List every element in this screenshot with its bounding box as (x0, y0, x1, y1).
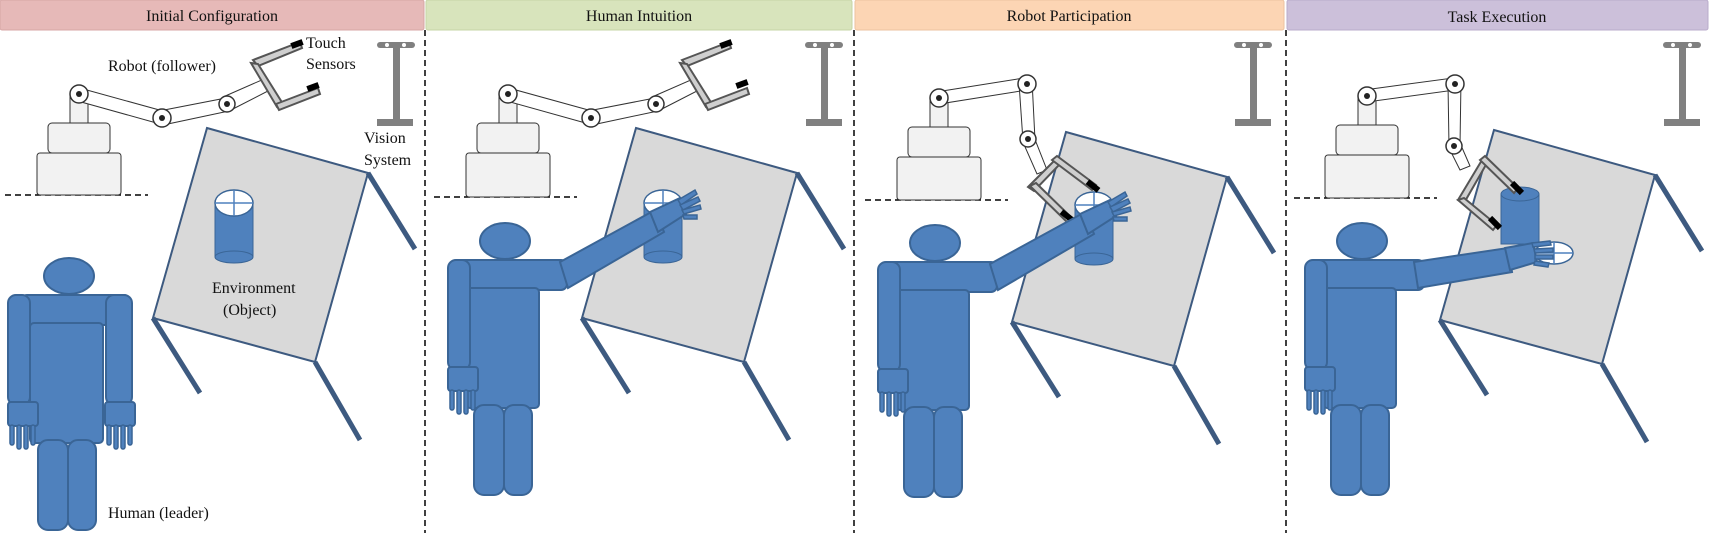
panel-title-1: Initial Configuration (146, 8, 278, 25)
label-vision: Vision (364, 130, 406, 147)
header-human-intuition (425, 0, 853, 31)
robot-base (36, 152, 122, 196)
panel-title-3: Robot Participation (1007, 8, 1132, 25)
touch-sensor-2 (306, 82, 320, 92)
panel-initial-configuration: Robot (follower) Touch Sensors Vision Sy… (5, 35, 418, 531)
panel-human-intuition (434, 39, 847, 496)
label-sensors: Sensors (306, 56, 356, 73)
label-object: (Object) (223, 302, 276, 319)
label-environment: Environment (212, 280, 296, 297)
table-top-1 (151, 126, 370, 364)
human-figure-4 (1304, 222, 1554, 496)
vision-system-4 (1663, 42, 1701, 126)
human-figure-1 (7, 257, 136, 531)
robot-gripper-3 (1026, 154, 1101, 224)
object-cylinder-4 (1500, 186, 1540, 245)
vision-system-3 (1234, 42, 1272, 126)
object-cylinder-1 (214, 189, 254, 264)
panel-task-execution (1294, 42, 1705, 496)
panel-title-4: Task Execution (1448, 9, 1547, 26)
label-robot-follower: Robot (follower) (108, 58, 216, 75)
robot-base-top (47, 122, 111, 154)
human-figure-2 (447, 188, 702, 496)
human-figure-3 (877, 190, 1132, 498)
label-human-leader: Human (leader) (108, 505, 209, 522)
header-initial-configuration (0, 0, 425, 31)
header-robot-participation (854, 0, 1285, 31)
header-task-execution (1286, 0, 1709, 31)
touch-sensor-1 (290, 39, 304, 49)
label-system: System (364, 152, 412, 169)
panel-robot-participation (865, 42, 1277, 498)
robot-gripper-4 (1456, 154, 1525, 232)
robot-gripper-2 (678, 39, 751, 112)
panel-headers: Initial Configuration Human Intuition Ro… (0, 0, 1709, 31)
label-touch: Touch (306, 35, 346, 52)
panel-dividers (424, 30, 1287, 533)
vision-system-1 (377, 42, 415, 126)
robot-gripper (249, 39, 322, 112)
vision-system-2 (805, 42, 843, 126)
panel-title-2: Human Intuition (586, 8, 692, 25)
